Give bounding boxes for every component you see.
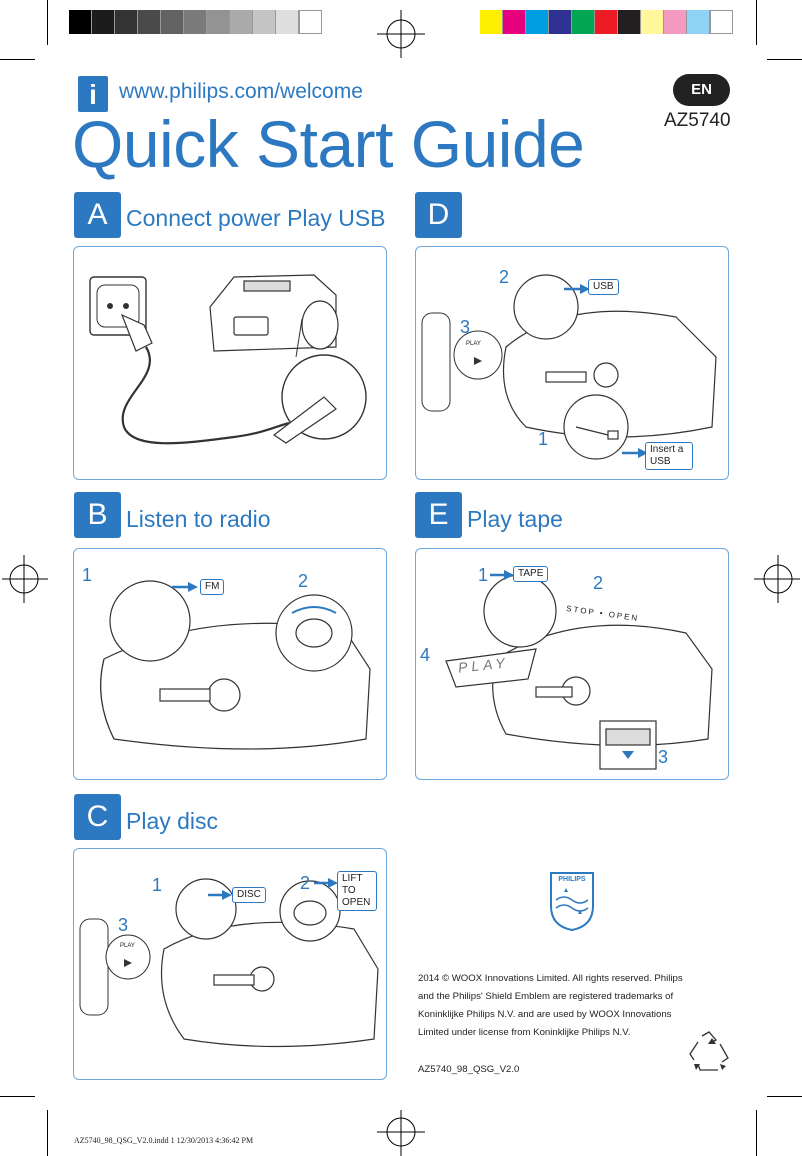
disc-source-tag: DISC [232,887,266,903]
registration-mark-icon [377,1110,425,1156]
play-button-label: PLAY [120,943,135,949]
usb-play-illustration [421,274,717,460]
section-e-step: 1 [478,565,489,585]
play-icon [474,357,482,365]
section-e-step: 2 [593,573,604,593]
section-b-step: 1 [82,565,93,585]
usb-stick-icon [575,426,619,440]
registration-mark-icon [2,555,48,603]
copyright-notice: 2014 © WOOX Innovations Limited. All rig… [418,973,683,1038]
grayscale-color-bar [69,10,322,34]
section-c-step: 3 [118,915,129,935]
section-b-letter: B [74,492,121,538]
section-d-step: 1 [538,429,549,449]
section-c-letter: C [74,794,121,840]
fm-source-tag: FM [200,579,225,595]
section-a-letter: A [74,192,121,238]
section-b-step: 2 [298,571,309,591]
print-file-info: AZ5740_98_QSG_V2.0.indd 1 12/30/2013 4:3… [74,1136,254,1145]
arrow-icon [172,582,198,592]
arrow-icon [622,448,648,458]
arrow-icon [208,890,232,900]
crop-mark [0,59,35,60]
section-c-step: 2 [300,873,311,893]
language-badge: EN [673,74,730,106]
section-e-panel: 1 TAPE 2 STOP • OPEN 4 PLAY 3 [415,548,729,780]
section-d-step: 2 [499,267,510,287]
play-button-label: PLAY [466,341,481,347]
crop-mark [756,0,757,45]
lift-to-open-tag: LIFT TO OPEN [337,871,377,911]
registration-mark-icon [754,555,800,603]
model-number: AZ5740 [664,110,731,131]
tape-illustration [445,574,713,770]
philips-brand-name: PHILIPS [558,876,586,883]
insert-usb-tag: Insert a USB [645,442,693,470]
remote-control-icon [79,918,151,1016]
section-d-step: 3 [460,317,471,337]
power-connection-illustration [89,274,367,445]
play-icon [124,959,132,967]
section-c-panel: 1 DISC 2 LIFT TO OPEN 3 PLAY [73,848,387,1080]
section-e-letter: E [415,492,462,538]
section-b-title: Listen to radio [126,506,271,532]
arrow-icon [490,570,514,580]
crop-mark [767,59,802,60]
info-icon: i [78,76,108,112]
document-id: AZ5740_98_QSG_V2.0 [418,1064,520,1075]
disc-illustration [79,878,379,1048]
section-d-letter: D [415,192,462,238]
section-a-panel [73,246,387,480]
crop-mark [47,0,48,45]
crop-mark [767,1096,802,1097]
crop-mark [756,1110,757,1156]
philips-shield-icon [550,872,594,932]
recycle-icon [689,1031,729,1071]
page-title: Quick Start Guide [72,107,585,181]
section-b-panel: 1 FM 2 [73,548,387,780]
section-c-step: 1 [152,875,163,895]
arrow-icon [314,878,338,888]
welcome-url[interactable]: www.philips.com/welcome [119,80,363,103]
cmyk-color-bar [480,10,733,34]
arrow-icon [564,284,590,294]
section-e-step: 3 [658,747,669,767]
registration-mark-icon [377,10,425,58]
section-e-step: 4 [420,645,431,665]
section-a-title: Connect power Play USB [126,205,386,231]
tape-source-tag: TAPE [513,566,549,582]
section-e-title: Play tape [467,506,563,532]
usb-source-tag: USB [588,279,619,295]
remote-control-icon [421,312,503,412]
radio-illustration [100,580,371,750]
section-c-title: Play disc [126,808,219,834]
section-d-panel: 2 USB 3 PLAY 1 Insert a USB [415,246,729,480]
crop-mark [0,1096,35,1097]
crop-mark [47,1110,48,1156]
